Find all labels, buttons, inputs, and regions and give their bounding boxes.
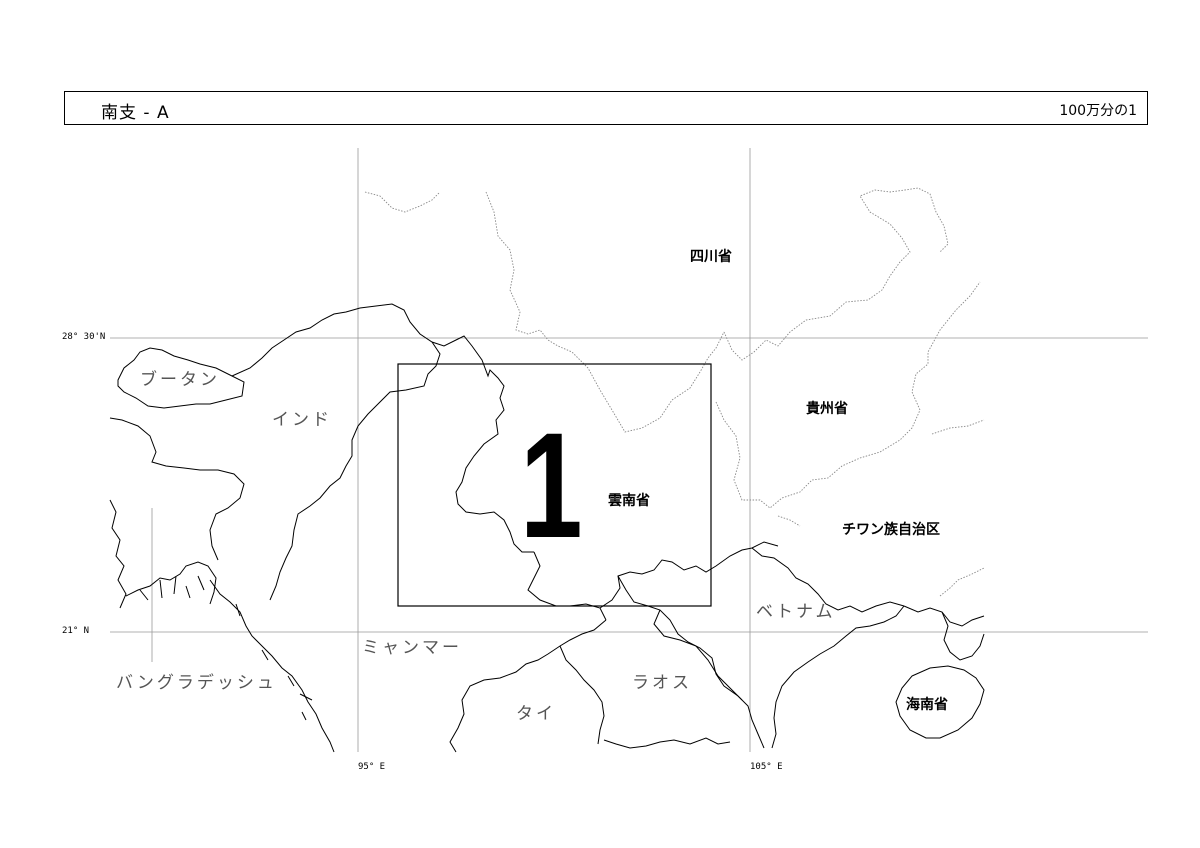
map-title: 南支 - A bbox=[101, 103, 170, 123]
map-header: 南支 - A 100万分の1 bbox=[64, 91, 1148, 125]
myanmar-thailand-border bbox=[449, 619, 607, 753]
thailand-fragment bbox=[603, 737, 731, 749]
laos-south-border bbox=[653, 609, 743, 701]
lon-95e-label: 95° E bbox=[358, 762, 386, 772]
guizhou-south-boundary bbox=[715, 281, 981, 509]
islands-sundarbans bbox=[139, 575, 313, 721]
india-myanmar-border bbox=[269, 341, 441, 601]
myanmar-coast bbox=[209, 579, 335, 753]
laos-vietnam-border bbox=[617, 575, 765, 749]
leizhou-peninsula bbox=[941, 611, 985, 661]
label-myanmar: ミャンマー bbox=[362, 638, 462, 658]
label-bangladesh: バングラデッシュ bbox=[116, 673, 277, 693]
guangxi-coast bbox=[903, 605, 985, 627]
bangladesh-coast bbox=[109, 499, 217, 609]
province-boundaries bbox=[364, 187, 985, 597]
guizhou-west-boundary bbox=[723, 187, 949, 361]
label-hainan: 海南省 bbox=[906, 697, 948, 713]
laos-thailand-border bbox=[559, 645, 605, 745]
label-guizhou: 貴州省 bbox=[806, 401, 848, 417]
label-laos: ラオス bbox=[632, 673, 692, 693]
bhutan-border bbox=[117, 347, 245, 409]
sichuan-yunnan-boundary bbox=[485, 191, 725, 433]
map-scale: 100万分の1 bbox=[1059, 103, 1137, 119]
hainan-island bbox=[895, 665, 985, 739]
vietnam-coast bbox=[771, 605, 905, 749]
graticule bbox=[110, 148, 1148, 752]
lon-105e-label: 105° E bbox=[750, 762, 783, 772]
yunnan-vietnam-border bbox=[751, 547, 905, 613]
lat-21n-label: 21° N bbox=[62, 626, 90, 636]
lat-28-30n-label: 28° 30'N bbox=[62, 332, 106, 342]
label-guangxi: チワン族自治区 bbox=[842, 522, 940, 538]
india-ne-border bbox=[231, 303, 534, 553]
guangxi-yunnan-boundary bbox=[777, 515, 801, 527]
india-mainland-edge bbox=[109, 417, 245, 561]
sichuan-tibet-boundary bbox=[364, 191, 441, 213]
label-vietnam: ベトナム bbox=[756, 602, 836, 622]
label-bhutan: ブータン bbox=[140, 370, 220, 390]
label-sichuan: 四川省 bbox=[690, 249, 732, 265]
yunnan-laos-border bbox=[599, 541, 779, 609]
sheet-index-rect bbox=[397, 363, 712, 607]
label-india: インド bbox=[272, 410, 332, 430]
label-thailand: タイ bbox=[516, 704, 556, 724]
label-yunnan: 雲南省 bbox=[608, 493, 650, 509]
guangxi-east-boundary bbox=[931, 419, 985, 597]
sheet-number[interactable]: 1 bbox=[520, 401, 583, 569]
